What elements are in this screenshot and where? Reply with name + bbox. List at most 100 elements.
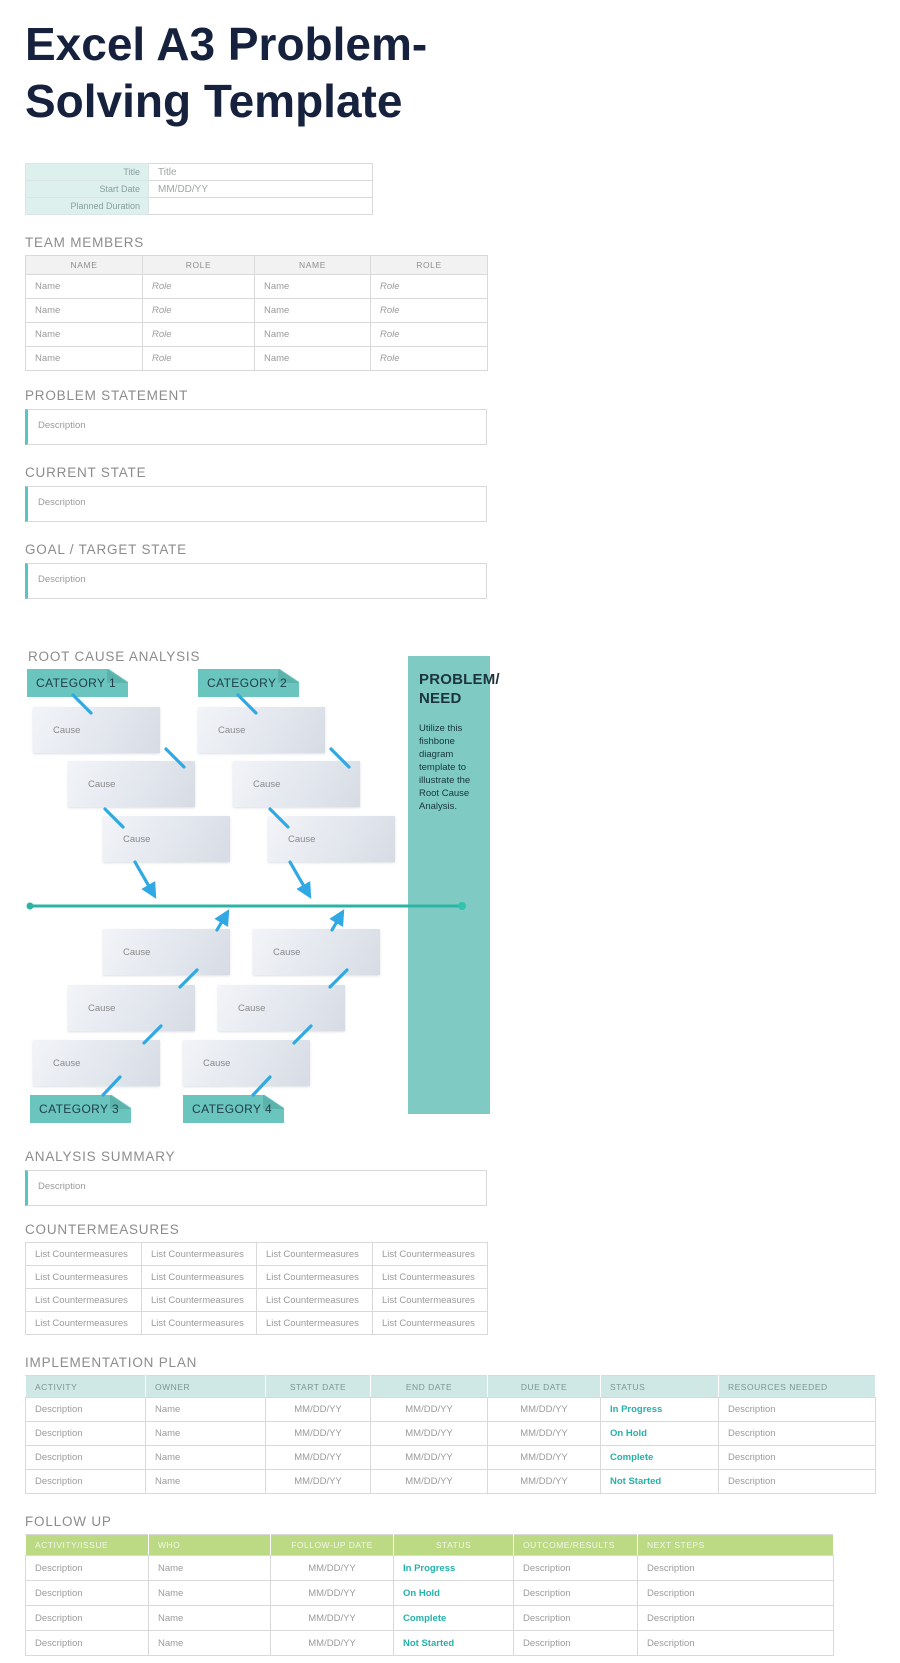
countermeasure-cell[interactable]: List Countermeasures (141, 1265, 257, 1289)
team-name-cell[interactable]: Name (25, 298, 143, 323)
status-cell[interactable]: On Hold (393, 1580, 514, 1606)
countermeasure-cell[interactable]: List Countermeasures (256, 1242, 373, 1266)
cause-box[interactable]: Cause (253, 929, 380, 975)
countermeasure-cell[interactable]: List Countermeasures (256, 1265, 373, 1289)
team-role-cell[interactable]: Role (142, 274, 255, 299)
next-steps-cell[interactable]: Description (637, 1555, 834, 1581)
info-value-start-date[interactable]: MM/DD/YY (148, 180, 373, 198)
team-name-cell[interactable]: Name (25, 274, 143, 299)
countermeasure-cell[interactable]: List Countermeasures (372, 1265, 488, 1289)
problem-need-box[interactable]: PROBLEM/ NEED Utilize this fishbone diag… (408, 656, 500, 1114)
resources-cell[interactable]: Description (718, 1469, 876, 1494)
end-date-cell[interactable]: MM/DD/YY (370, 1469, 488, 1494)
activity-cell[interactable]: Description (25, 1421, 146, 1446)
owner-cell[interactable]: Name (145, 1469, 266, 1494)
due-date-cell[interactable]: MM/DD/YY (487, 1469, 601, 1494)
who-cell[interactable]: Name (148, 1630, 271, 1656)
cause-box[interactable]: Cause (103, 816, 230, 862)
start-date-cell[interactable]: MM/DD/YY (265, 1397, 371, 1422)
who-cell[interactable]: Name (148, 1555, 271, 1581)
outcome-cell[interactable]: Description (513, 1630, 638, 1656)
status-cell[interactable]: In Progress (393, 1555, 514, 1581)
activity-issue-cell[interactable]: Description (25, 1555, 149, 1581)
countermeasure-cell[interactable]: List Countermeasures (372, 1311, 488, 1335)
resources-cell[interactable]: Description (718, 1421, 876, 1446)
end-date-cell[interactable]: MM/DD/YY (370, 1397, 488, 1422)
activity-cell[interactable]: Description (25, 1445, 146, 1470)
activity-issue-cell[interactable]: Description (25, 1630, 149, 1656)
countermeasure-cell[interactable]: List Countermeasures (25, 1311, 142, 1335)
countermeasure-cell[interactable]: List Countermeasures (372, 1242, 488, 1266)
team-name-cell[interactable]: Name (254, 346, 371, 371)
cause-box[interactable]: Cause (233, 761, 360, 807)
goal-state-input[interactable]: Description (25, 563, 487, 599)
status-cell[interactable]: Complete (393, 1605, 514, 1631)
next-steps-cell[interactable]: Description (637, 1580, 834, 1606)
team-role-cell[interactable]: Role (370, 298, 488, 323)
cause-box[interactable]: Cause (68, 985, 195, 1031)
due-date-cell[interactable]: MM/DD/YY (487, 1421, 601, 1446)
due-date-cell[interactable]: MM/DD/YY (487, 1445, 601, 1470)
resources-cell[interactable]: Description (718, 1397, 876, 1422)
next-steps-cell[interactable]: Description (637, 1630, 834, 1656)
countermeasure-cell[interactable]: List Countermeasures (141, 1311, 257, 1335)
countermeasure-cell[interactable]: List Countermeasures (256, 1288, 373, 1312)
analysis-summary-input[interactable]: Description (25, 1170, 487, 1206)
team-name-cell[interactable]: Name (254, 298, 371, 323)
follow-up-date-cell[interactable]: MM/DD/YY (270, 1580, 394, 1606)
outcome-cell[interactable]: Description (513, 1580, 638, 1606)
team-name-cell[interactable]: Name (25, 346, 143, 371)
start-date-cell[interactable]: MM/DD/YY (265, 1421, 371, 1446)
cause-box[interactable]: Cause (68, 761, 195, 807)
countermeasure-cell[interactable]: List Countermeasures (25, 1242, 142, 1266)
end-date-cell[interactable]: MM/DD/YY (370, 1421, 488, 1446)
due-date-cell[interactable]: MM/DD/YY (487, 1397, 601, 1422)
team-role-cell[interactable]: Role (370, 322, 488, 347)
activity-cell[interactable]: Description (25, 1397, 146, 1422)
team-role-cell[interactable]: Role (142, 298, 255, 323)
follow-up-date-cell[interactable]: MM/DD/YY (270, 1605, 394, 1631)
problem-statement-input[interactable]: Description (25, 409, 487, 445)
cause-box[interactable]: Cause (183, 1040, 310, 1086)
cause-box[interactable]: Cause (198, 707, 325, 753)
category-tab-4[interactable]: CATEGORY 4 (183, 1095, 284, 1123)
end-date-cell[interactable]: MM/DD/YY (370, 1445, 488, 1470)
activity-issue-cell[interactable]: Description (25, 1605, 149, 1631)
category-tab-2[interactable]: CATEGORY 2 (198, 669, 299, 697)
current-state-input[interactable]: Description (25, 486, 487, 522)
status-cell[interactable]: Complete (600, 1445, 719, 1470)
outcome-cell[interactable]: Description (513, 1555, 638, 1581)
countermeasure-cell[interactable]: List Countermeasures (372, 1288, 488, 1312)
countermeasure-cell[interactable]: List Countermeasures (141, 1288, 257, 1312)
status-cell[interactable]: Not Started (393, 1630, 514, 1656)
category-tab-1[interactable]: CATEGORY 1 (27, 669, 128, 697)
cause-box[interactable]: Cause (33, 707, 160, 753)
team-role-cell[interactable]: Role (142, 322, 255, 347)
who-cell[interactable]: Name (148, 1580, 271, 1606)
team-role-cell[interactable]: Role (370, 346, 488, 371)
start-date-cell[interactable]: MM/DD/YY (265, 1445, 371, 1470)
follow-up-date-cell[interactable]: MM/DD/YY (270, 1630, 394, 1656)
countermeasure-cell[interactable]: List Countermeasures (25, 1288, 142, 1312)
info-value-planned-duration[interactable] (148, 197, 373, 215)
cause-box[interactable]: Cause (218, 985, 345, 1031)
resources-cell[interactable]: Description (718, 1445, 876, 1470)
start-date-cell[interactable]: MM/DD/YY (265, 1469, 371, 1494)
team-name-cell[interactable]: Name (25, 322, 143, 347)
activity-cell[interactable]: Description (25, 1469, 146, 1494)
follow-up-date-cell[interactable]: MM/DD/YY (270, 1555, 394, 1581)
owner-cell[interactable]: Name (145, 1445, 266, 1470)
team-name-cell[interactable]: Name (254, 322, 371, 347)
countermeasure-cell[interactable]: List Countermeasures (25, 1265, 142, 1289)
cause-box[interactable]: Cause (103, 929, 230, 975)
status-cell[interactable]: In Progress (600, 1397, 719, 1422)
team-role-cell[interactable]: Role (370, 274, 488, 299)
cause-box[interactable]: Cause (268, 816, 395, 862)
info-value-title[interactable]: Title (148, 163, 373, 181)
next-steps-cell[interactable]: Description (637, 1605, 834, 1631)
who-cell[interactable]: Name (148, 1605, 271, 1631)
owner-cell[interactable]: Name (145, 1397, 266, 1422)
countermeasure-cell[interactable]: List Countermeasures (141, 1242, 257, 1266)
owner-cell[interactable]: Name (145, 1421, 266, 1446)
status-cell[interactable]: Not Started (600, 1469, 719, 1494)
